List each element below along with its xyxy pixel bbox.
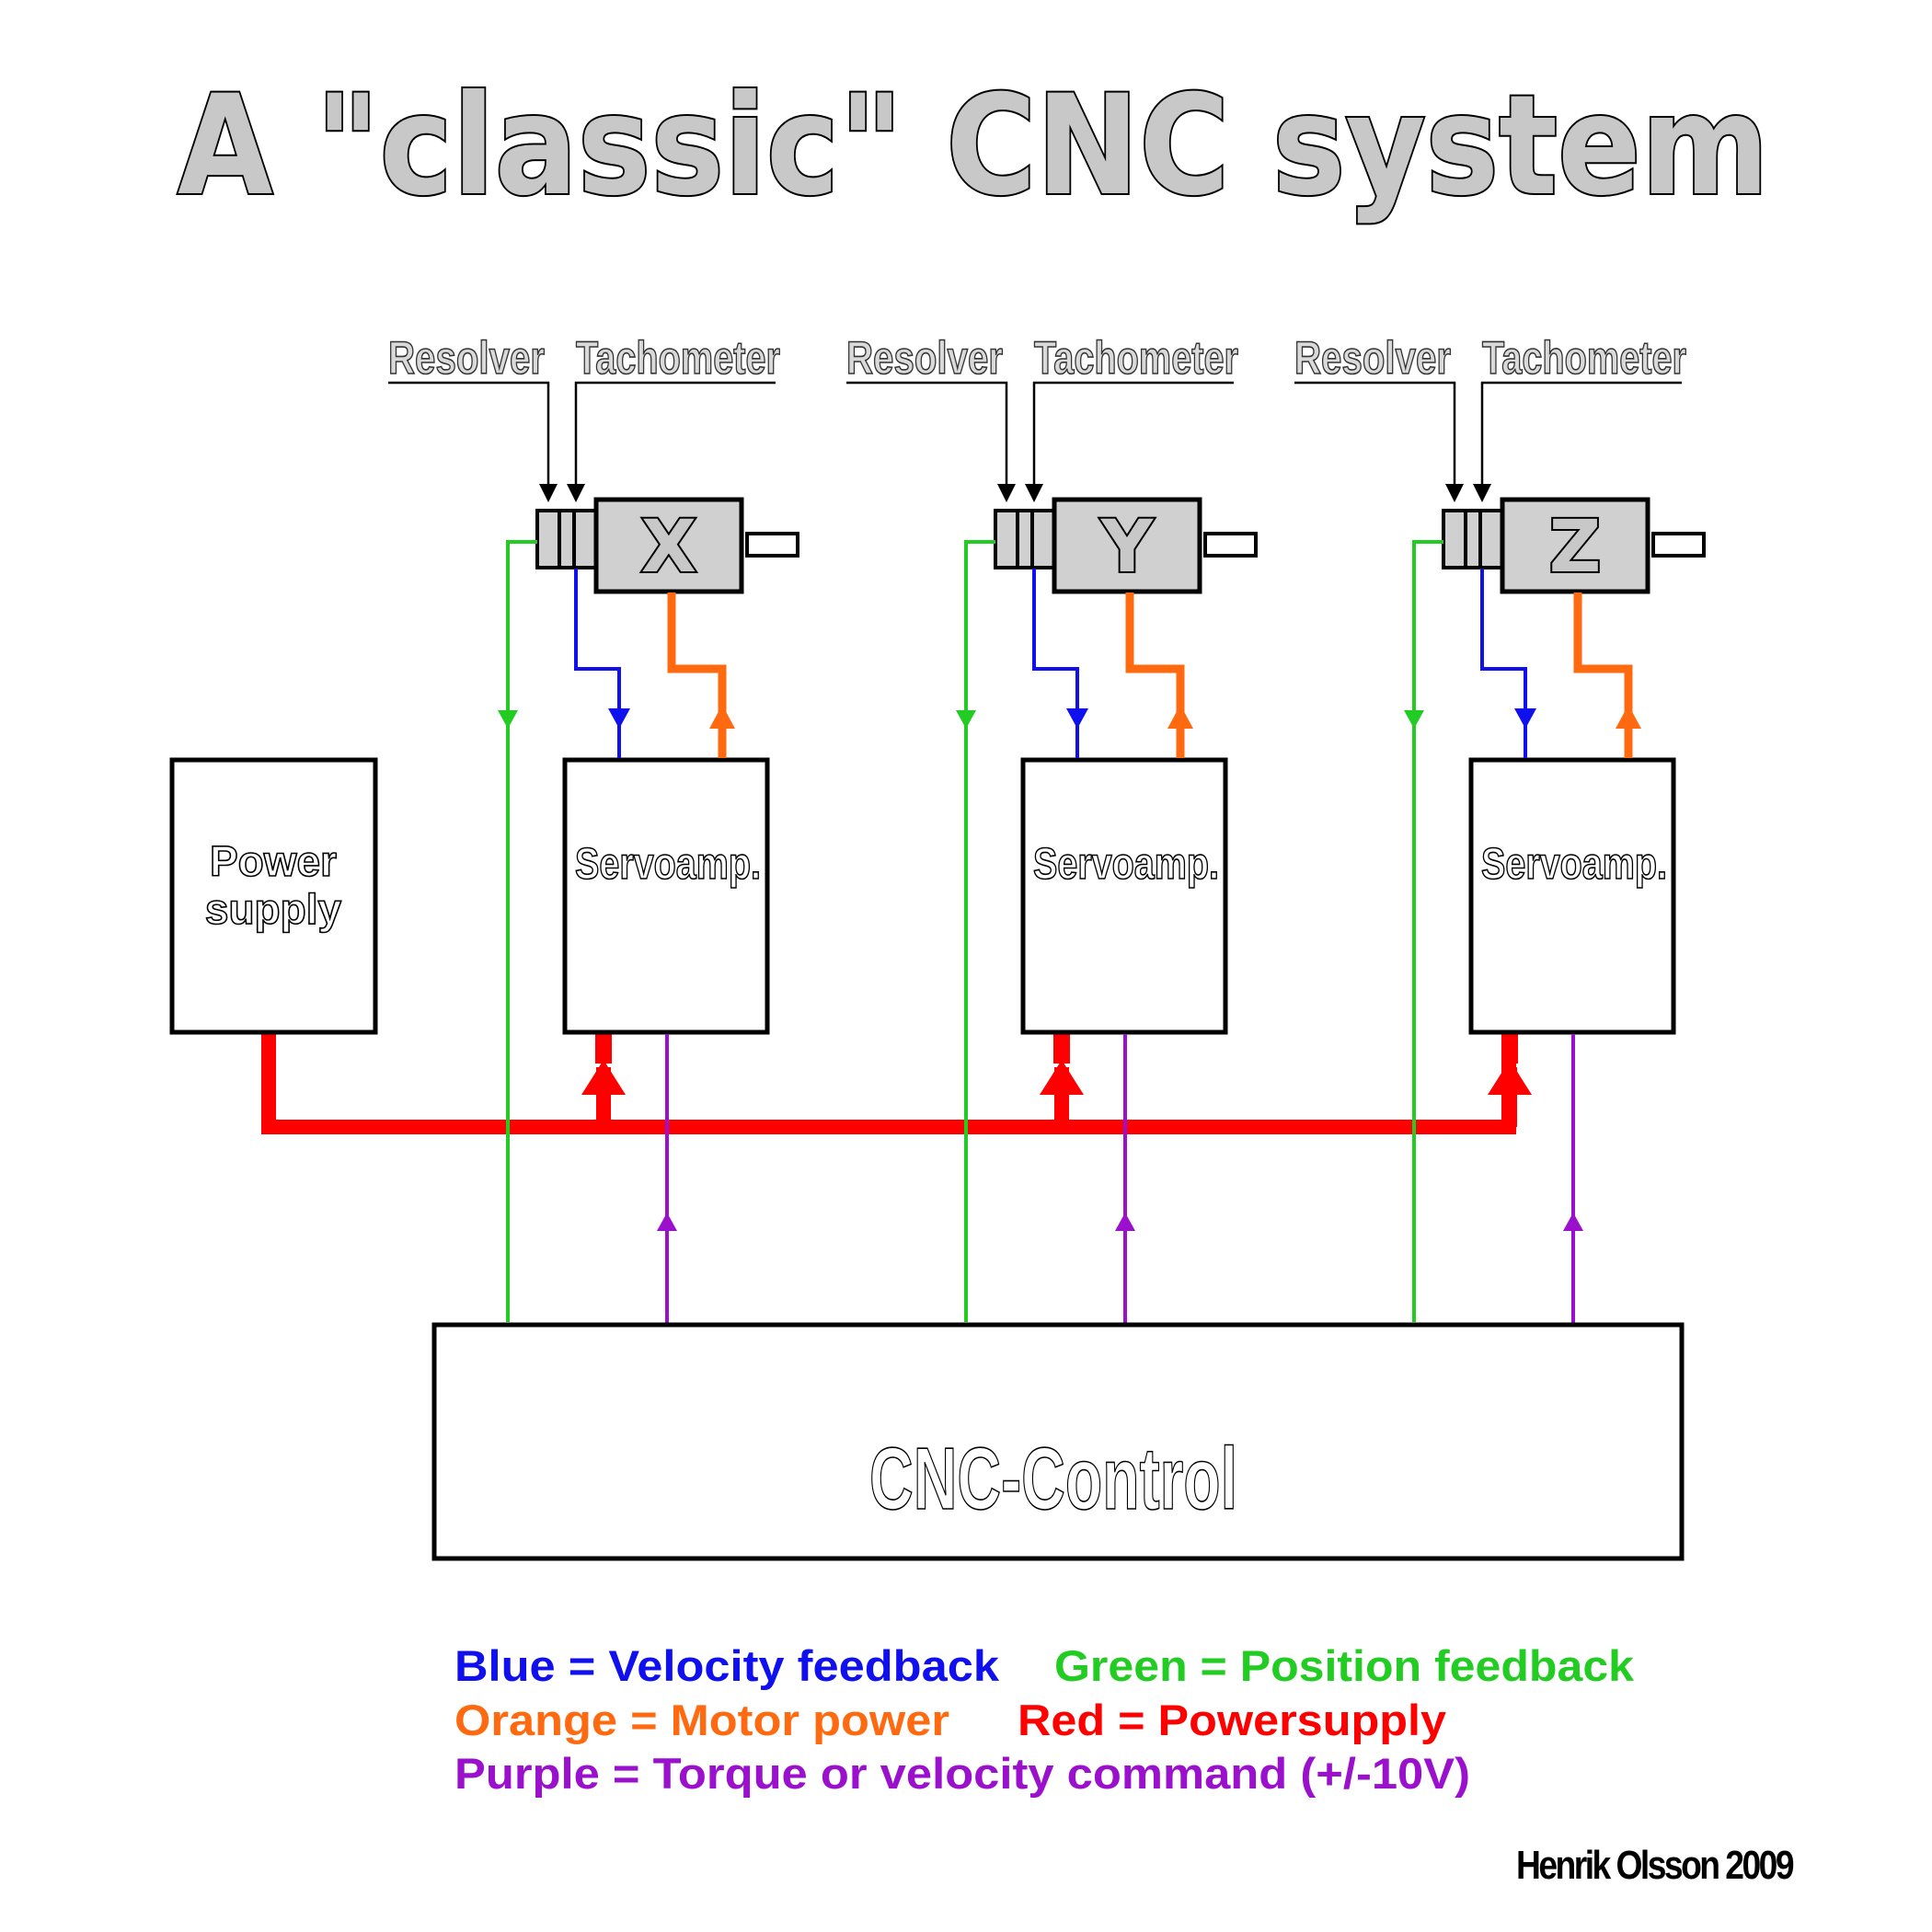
- resolver-leader-arrow: [539, 484, 558, 502]
- resolver-leader-arrow: [997, 484, 1016, 502]
- velocity-feedback-line: [574, 569, 621, 758]
- tachometer-leader-arrow: [1025, 484, 1043, 502]
- servoamp-label: Servoamp.: [1033, 840, 1219, 889]
- motor-power-arrow: [1167, 705, 1193, 729]
- position-feedback-line: [506, 540, 537, 1322]
- power-tap-stem: [1501, 1032, 1518, 1064]
- power-tap-arrow: [1488, 1060, 1532, 1095]
- legend-blue: Blue = Velocity feedback: [454, 1641, 1000, 1690]
- position-feedback-line: [1412, 540, 1443, 1322]
- velocity-feedback-arrow: [608, 708, 630, 729]
- velocity-feedback-arrow: [1066, 708, 1088, 729]
- servoamp-box: [1468, 757, 1676, 1035]
- resolver-leader: [846, 381, 1008, 489]
- command-arrow: [1563, 1213, 1583, 1231]
- position-feedback-arrow: [498, 710, 518, 729]
- motor-power-line: [1573, 592, 1633, 758]
- feedback-device: [1442, 509, 1504, 569]
- velocity-feedback-line: [1032, 569, 1079, 758]
- diagram-title: A "classic" CNC system: [178, 66, 1769, 226]
- motor-power-arrow: [1616, 705, 1641, 729]
- power-supply: Power supply: [169, 757, 378, 1035]
- author-credit: Henrik Olsson 2009: [1516, 1843, 1793, 1888]
- power-tap-stem: [1053, 1032, 1070, 1064]
- position-feedback-arrow: [1404, 710, 1424, 729]
- velocity-feedback-arrow: [1514, 708, 1536, 729]
- motor-shaft: [1651, 532, 1706, 558]
- motor-axis-letter: Y: [1100, 506, 1155, 589]
- tachometer-leader-arrow: [567, 484, 585, 502]
- servoamp-label: Servoamp.: [575, 840, 761, 889]
- power-bus: [261, 1032, 1532, 1134]
- feedback-device: [535, 509, 598, 569]
- command-arrow: [1115, 1213, 1135, 1231]
- power-tap-arrow: [581, 1060, 626, 1095]
- motor-body: [1500, 497, 1650, 594]
- velocity-feedback-line: [1480, 569, 1527, 758]
- power-bus-line: [261, 1034, 1516, 1134]
- resolver-leader: [1294, 381, 1456, 489]
- tachometer-leader-arrow: [1473, 484, 1491, 502]
- motor-power-arrow: [709, 705, 735, 729]
- motor-body: [593, 497, 744, 594]
- position-feedback-line: [964, 540, 995, 1322]
- cnc-control: CNC-Control: [431, 1322, 1685, 1561]
- servoamp-box: [562, 757, 770, 1035]
- resolver-label: Resolver: [1294, 332, 1451, 384]
- legend-orange: Orange = Motor power: [454, 1696, 949, 1744]
- power-tap-arrow: [1040, 1060, 1084, 1095]
- motor-power-line: [1125, 592, 1185, 758]
- feedback-device: [994, 509, 1056, 569]
- motor-axis-letter: Z: [1549, 506, 1602, 589]
- motor-shaft: [745, 532, 799, 558]
- legend-purple: Purple = Torque or velocity command (+/-…: [454, 1749, 1470, 1798]
- tachometer-label: Tachometer: [1482, 332, 1686, 384]
- motor-power-line: [667, 592, 727, 758]
- axes-layer: ResolverTachometerXServoamp.PIDResolverT…: [387, 331, 1706, 1391]
- motor-shaft: [1203, 532, 1258, 558]
- position-feedback-arrow: [956, 710, 976, 729]
- legend-red: Red = Powersupply: [1018, 1696, 1446, 1744]
- resolver-leader: [388, 381, 550, 489]
- legend-green: Green = Position feedback: [1054, 1641, 1635, 1690]
- legend: Blue = Velocity feedback Green = Positio…: [454, 1641, 1635, 1798]
- motor-body: [1052, 497, 1202, 594]
- servoamp-box: [1020, 757, 1228, 1035]
- cnc-control-label: CNC-Control: [869, 1430, 1237, 1528]
- resolver-label: Resolver: [388, 332, 545, 384]
- tachometer-leader: [1032, 381, 1234, 489]
- tachometer-label: Tachometer: [576, 332, 780, 384]
- resolver-leader-arrow: [1445, 484, 1464, 502]
- power-tap-stem: [595, 1032, 612, 1064]
- motor-axis-letter: X: [641, 506, 696, 589]
- tachometer-label: Tachometer: [1034, 332, 1238, 384]
- power-supply-label-line1: Power: [210, 837, 337, 885]
- command-arrow: [657, 1213, 677, 1231]
- resolver-label: Resolver: [846, 332, 1003, 384]
- power-supply-label-line2: supply: [205, 885, 342, 933]
- servoamp-label: Servoamp.: [1481, 840, 1667, 889]
- tachometer-leader: [1480, 381, 1682, 489]
- tachometer-leader: [574, 381, 776, 489]
